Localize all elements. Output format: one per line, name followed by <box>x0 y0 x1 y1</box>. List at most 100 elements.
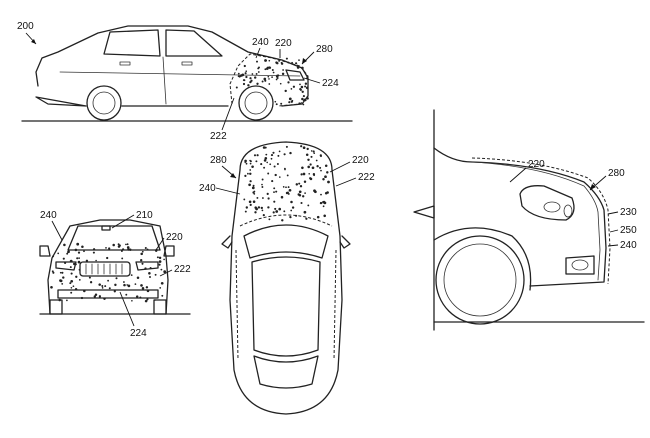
stipple-dot <box>251 73 254 75</box>
stipple-dot <box>257 67 260 70</box>
stipple-dot <box>319 166 322 169</box>
stipple-dot <box>291 61 293 64</box>
detail-headlamp <box>519 185 575 221</box>
stipple-dot <box>257 71 260 73</box>
stipple-dot <box>243 64 246 68</box>
stipple-dot <box>149 266 152 270</box>
stipple-dot <box>139 296 142 299</box>
stipple-dot <box>62 257 65 260</box>
stipple-dot <box>261 209 264 212</box>
stipple-dot <box>316 165 319 168</box>
stipple-dot <box>285 145 288 148</box>
stipple-dot <box>264 68 267 71</box>
stipple-dot <box>247 84 250 87</box>
top-roof <box>251 256 321 357</box>
stipple-dot <box>245 206 248 209</box>
stipple-dot <box>248 183 251 187</box>
stipple-dot <box>101 285 104 287</box>
stipple-dot <box>303 210 307 214</box>
stipple-dot <box>106 256 109 260</box>
stipple-dot <box>67 251 70 254</box>
stipple-dot <box>315 159 318 162</box>
leader-224-side <box>303 77 321 84</box>
stipple-dot <box>63 243 66 247</box>
stipple-dot <box>302 195 305 198</box>
stipple-dot <box>74 248 78 252</box>
stipple-dot <box>105 247 107 249</box>
stipple-dot <box>123 283 126 287</box>
stipple-dot <box>300 173 303 176</box>
stipple-dot <box>112 243 115 247</box>
label-222-front: 222 <box>174 264 191 275</box>
stipple-dot <box>113 290 116 293</box>
stipple-dot <box>290 209 293 212</box>
grille-bars <box>85 263 123 275</box>
stipple-dot <box>285 191 289 195</box>
stipple-dot <box>272 211 275 214</box>
stipple-dot <box>158 260 162 263</box>
stipple-dot <box>256 82 259 85</box>
stipple-dot <box>275 190 278 193</box>
stipple-dot <box>118 244 121 247</box>
stipple-dot <box>261 197 264 199</box>
stipple-dot <box>148 272 151 275</box>
top-right-dashed-edge <box>333 249 337 361</box>
stipple-dot <box>306 147 309 151</box>
stipple-dot <box>302 146 306 150</box>
stipple-dot <box>122 248 125 251</box>
stipple-dot <box>140 252 143 256</box>
stipple-dot <box>94 293 98 296</box>
stipple-dot <box>127 284 131 288</box>
stipple-dot <box>267 172 270 175</box>
stipple-dot <box>276 76 279 80</box>
detail-cut-marker <box>413 205 435 219</box>
stipple-dot <box>107 279 109 282</box>
stipple-dot <box>309 177 313 181</box>
stipple-dot <box>289 216 292 218</box>
stipple-dot <box>69 282 72 285</box>
stipple-dot <box>281 72 285 76</box>
stipple-dot <box>263 77 267 81</box>
stipple-dot <box>66 299 68 302</box>
stipple-dot <box>75 275 78 278</box>
stipple-dot <box>324 175 327 179</box>
stipple-dot <box>271 180 274 183</box>
stipple-dot <box>154 299 156 301</box>
leader-220-top <box>329 161 351 173</box>
stipple-dot <box>83 289 86 293</box>
stipple-dot <box>297 193 300 196</box>
stipple-dot <box>159 287 162 289</box>
stipple-dot <box>296 66 300 69</box>
stipple-dot <box>285 57 288 60</box>
stipple-dot <box>273 165 276 168</box>
front-right-mirror <box>163 245 175 257</box>
stipple-dot <box>313 174 315 177</box>
top-left-dashed-edge <box>235 249 239 361</box>
stipple-dot <box>83 250 85 253</box>
stipple-dot <box>161 294 164 297</box>
stipple-dot <box>268 218 271 221</box>
side-rear-door-handle <box>119 61 131 66</box>
label-240-detail: 240 <box>620 240 637 251</box>
stipple-dot <box>274 173 277 177</box>
detail-view: 220 280 230 250 240 <box>413 109 645 331</box>
stipple-dot <box>291 206 295 209</box>
stipple-dot <box>77 260 81 264</box>
stipple-dot <box>324 191 328 195</box>
arrow-280-top <box>230 173 236 178</box>
stipple-dot <box>261 80 264 83</box>
top-view: 280 240 220 222 <box>199 141 375 415</box>
stipple-dot <box>250 79 253 82</box>
stipple-dot <box>288 101 291 104</box>
stipple-dot <box>251 165 254 168</box>
top-car-body <box>229 141 343 415</box>
stipple-dot <box>319 154 322 157</box>
stipple-dot <box>284 89 287 93</box>
stipple-dot <box>295 62 298 65</box>
stipple-dot <box>256 154 259 157</box>
stipple-dot <box>249 203 252 206</box>
stipple-dot <box>242 79 245 82</box>
stipple-dot <box>273 187 276 190</box>
label-240-front: 240 <box>40 210 57 221</box>
